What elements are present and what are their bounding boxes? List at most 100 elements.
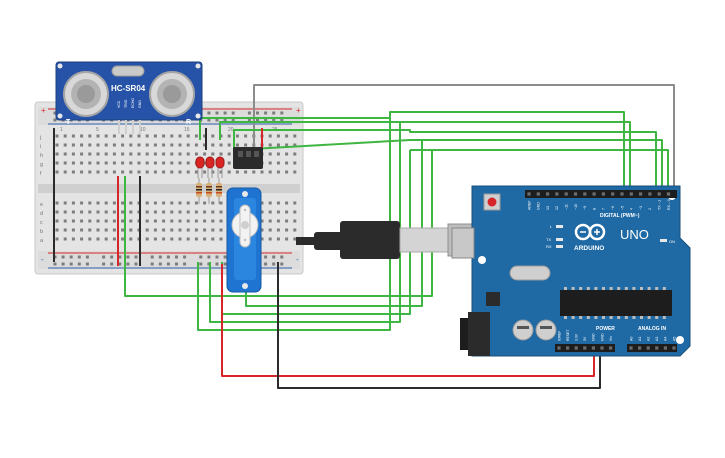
row-letter-j: j — [39, 135, 41, 141]
power-pin-label: RESET — [566, 330, 570, 341]
column-number-5: 5 — [96, 127, 99, 133]
ultrasonic-sensor[interactable]: HC-SR04 T R VCC TRIG ECHO GND — [55, 61, 203, 134]
digital-pin-label: RX←0 — [667, 199, 671, 210]
sensor-pins — [118, 120, 141, 134]
resistor-2[interactable] — [206, 178, 212, 204]
column-number-1: 1 — [60, 127, 63, 133]
led-label-on: ON — [669, 239, 675, 244]
row-letter-h: h — [40, 153, 43, 159]
rail-minus-label-right: - — [296, 255, 299, 264]
power-label: POWER — [596, 326, 615, 332]
power-pin-label: GND — [592, 333, 596, 341]
digital-pin-label: 12 — [555, 206, 559, 210]
digital-pin-label: ~3 — [639, 206, 643, 210]
led-1[interactable] — [195, 156, 205, 178]
led-label-rx: RX — [546, 244, 552, 249]
digital-pin-label: TX→1 — [658, 200, 662, 210]
digital-pin-label: GND — [537, 202, 541, 210]
digital-pin-label: 7 — [602, 208, 606, 210]
wire-green-7[interactable] — [209, 122, 401, 323]
sensor-r-mark: R — [186, 119, 191, 126]
wires[interactable] — [53, 84, 675, 389]
row-letter-g: g — [40, 162, 43, 168]
led-3[interactable] — [215, 156, 225, 178]
row-letter-a: a — [40, 238, 44, 244]
wire-gray[interactable] — [253, 84, 675, 192]
analog-pin-label: A1 — [638, 337, 642, 341]
servo-motor[interactable] — [226, 187, 262, 293]
reset-button[interactable] — [483, 193, 501, 211]
analog-pin-label: A5 — [672, 337, 676, 341]
usb-port[interactable] — [451, 227, 475, 259]
led-2[interactable] — [205, 156, 215, 178]
power-pin-label: Vin — [609, 336, 613, 341]
receiver-transducer — [149, 71, 195, 117]
sensor-model-label: HC-SR04 — [111, 84, 146, 93]
transmitter-transducer — [63, 71, 109, 117]
column-number-20: 20 — [228, 127, 234, 133]
digital-pin-label: 8 — [592, 208, 596, 210]
analog-pin-label: A2 — [647, 337, 651, 341]
power-header[interactable]: IOREF RESET 3.3V 5V GND GND Vin POWER — [555, 326, 615, 352]
digital-pin-label: 4 — [630, 208, 634, 210]
digital-pin-label: 13 — [546, 206, 550, 210]
row-letter-b: b — [40, 229, 43, 235]
led-group[interactable] — [195, 156, 225, 178]
power-pin-label: 5V — [583, 336, 587, 341]
rail-minus-label: - — [41, 255, 44, 264]
resistor-1[interactable] — [196, 178, 202, 204]
analog-pin-label: A0 — [629, 337, 633, 341]
wire-green-4[interactable] — [233, 139, 663, 192]
analog-pin-label: A3 — [655, 337, 659, 341]
usb-cable — [296, 221, 475, 259]
servo-connector[interactable] — [233, 147, 263, 169]
wire-red-rail[interactable] — [221, 264, 595, 377]
wire-green-3[interactable] — [233, 129, 657, 192]
arduino-model: UNO — [620, 227, 649, 242]
analog-header[interactable]: A0 A1 A2 A3 A4 A5 ANALOG IN — [627, 326, 677, 352]
onboard-leds: L TX RX ON — [546, 224, 675, 249]
arduino-brand: ARDUINO — [574, 245, 604, 252]
voltage-regulator — [486, 292, 500, 306]
crystal-oscillator — [509, 265, 551, 281]
sensor-pin-echo: ECHO — [131, 98, 135, 108]
dc-power-jack[interactable] — [460, 312, 490, 356]
breadboard[interactable]: + - + - j i h g f e d c b a 1 5 10 15 20… — [34, 101, 304, 275]
analog-label: ANALOG IN — [638, 326, 666, 332]
column-number-15: 15 — [184, 127, 190, 133]
row-letter-d: d — [40, 211, 43, 217]
sensor-pin-vcc: VCC — [117, 100, 121, 108]
digital-pin-label: ~10 — [574, 204, 578, 210]
digital-pin-label: ~5 — [620, 206, 624, 210]
atmega-chip — [560, 287, 672, 319]
row-letter-c: c — [40, 220, 43, 226]
digital-pin-label: ~11 — [565, 204, 569, 210]
sensor-t-mark: T — [66, 119, 71, 126]
led-label-tx: TX — [546, 237, 551, 242]
row-letter-i: i — [40, 144, 41, 150]
sensor-pin-trig: TRIG — [124, 99, 128, 108]
digital-pin-label: ~6 — [611, 206, 615, 210]
power-pin-label: GND — [600, 333, 604, 341]
led-label-l: L — [550, 224, 553, 229]
wire-green-5[interactable] — [410, 149, 669, 192]
row-letter-f: f — [40, 171, 42, 177]
capacitors — [512, 319, 557, 341]
sensor-pin-gnd: GND — [138, 100, 142, 108]
row-letter-e: e — [40, 202, 43, 208]
digital-pin-label: ~9 — [583, 206, 587, 210]
rail-plus-label-right: + — [296, 106, 301, 115]
rail-plus-label: + — [41, 106, 46, 115]
digital-header-label: DIGITAL (PWM~) — [600, 213, 640, 219]
resistor-3[interactable] — [216, 178, 222, 204]
analog-pin-label: A4 — [664, 337, 668, 341]
wire-black-rail[interactable] — [277, 262, 601, 389]
wire-green-1[interactable] — [199, 111, 625, 192]
power-pin-label: 3.3V — [575, 333, 579, 341]
digital-pin-label: AREF — [527, 200, 531, 210]
power-pin-label: IOREF — [557, 331, 561, 341]
arduino-uno-board[interactable]: ARDUINO UNO L TX RX ON AREF GND 13 12 ~11 ~10… — [451, 185, 691, 357]
resistor-group[interactable] — [196, 178, 222, 204]
